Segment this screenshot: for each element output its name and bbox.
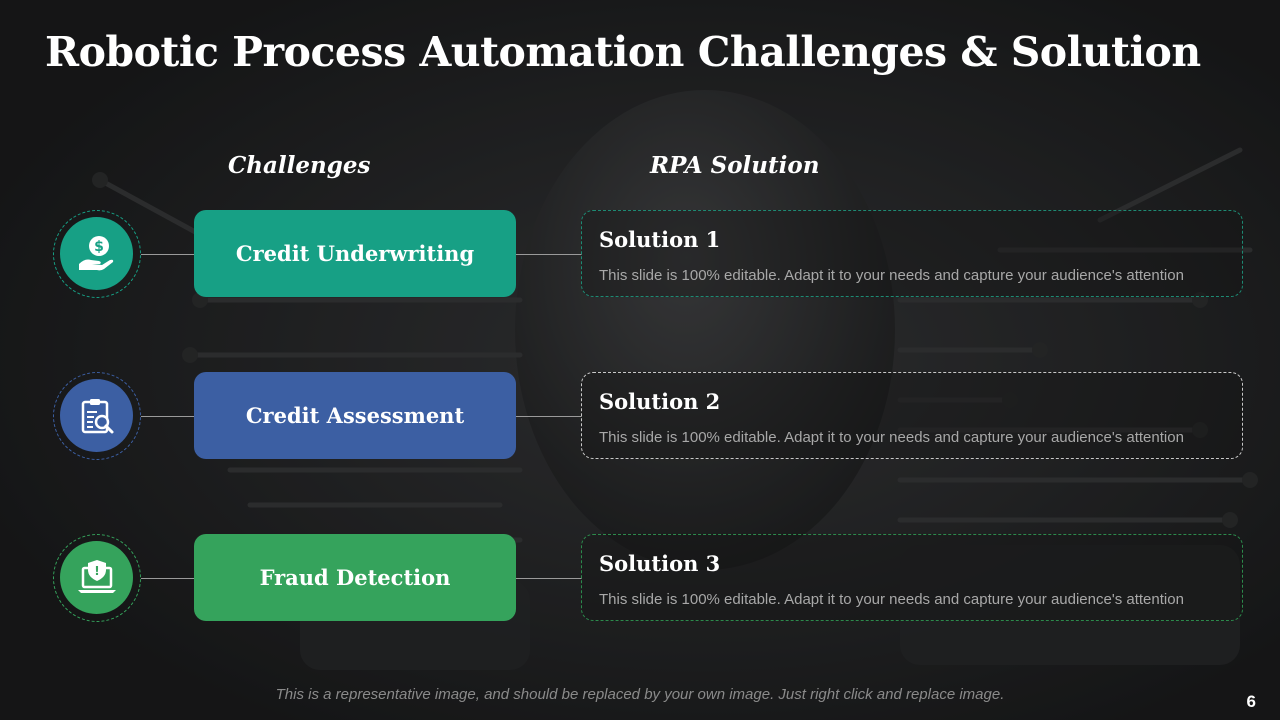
- solutions-heading: RPA Solution: [650, 152, 820, 179]
- connector-line: [516, 254, 582, 255]
- laptop-shield-icon: !: [60, 541, 133, 614]
- challenge-row: ! Fraud Detection Solution 3 This slide …: [0, 534, 1280, 624]
- icon-ring: [53, 372, 141, 460]
- solution-box: Solution 1 This slide is 100% editable. …: [581, 210, 1243, 297]
- solution-box: Solution 3 This slide is 100% editable. …: [581, 534, 1243, 621]
- svg-text:$: $: [94, 239, 104, 255]
- icon-ring: $: [53, 210, 141, 298]
- solution-text: This slide is 100% editable. Adapt it to…: [599, 429, 1184, 446]
- challenge-row: $ Credit Underwriting Solution 1 This sl…: [0, 210, 1280, 300]
- image-disclaimer: This is a representative image, and shou…: [275, 686, 1005, 703]
- svg-text:!: !: [94, 564, 99, 578]
- slide-title: Robotic Process Automation Challenges & …: [45, 28, 1201, 76]
- connector-line: [516, 416, 582, 417]
- solution-text: This slide is 100% editable. Adapt it to…: [599, 267, 1184, 284]
- challenge-box: Fraud Detection: [194, 534, 516, 621]
- challenge-box: Credit Underwriting: [194, 210, 516, 297]
- challenge-row: Credit Assessment Solution 2 This slide …: [0, 372, 1280, 462]
- challenge-box: Credit Assessment: [194, 372, 516, 459]
- connector-line: [141, 254, 195, 255]
- icon-ring: !: [53, 534, 141, 622]
- solution-box: Solution 2 This slide is 100% editable. …: [581, 372, 1243, 459]
- challenges-heading: Challenges: [228, 152, 371, 179]
- solution-title: Solution 1: [599, 227, 721, 252]
- page-number: 6: [1246, 692, 1256, 711]
- solution-title: Solution 2: [599, 389, 721, 414]
- solution-title: Solution 3: [599, 551, 721, 576]
- clipboard-search-icon: [60, 379, 133, 452]
- solution-text: This slide is 100% editable. Adapt it to…: [599, 591, 1184, 608]
- connector-line: [141, 416, 195, 417]
- hand-dollar-icon: $: [60, 217, 133, 290]
- connector-line: [141, 578, 195, 579]
- connector-line: [516, 578, 582, 579]
